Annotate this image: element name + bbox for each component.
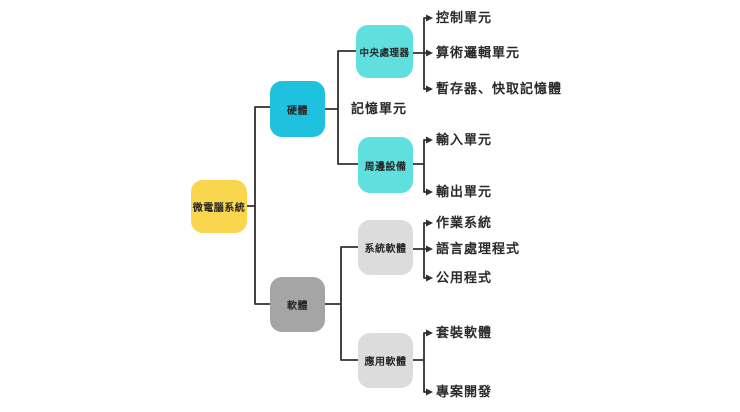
node-system-software[interactable]: 系統軟體 xyxy=(358,220,413,275)
node-label: 中央處理器 xyxy=(359,47,410,59)
node-application-software[interactable]: 應用軟體 xyxy=(358,333,413,388)
leaf-language-processor: 語言處理程式 xyxy=(436,241,521,256)
node-cpu[interactable]: 中央處理器 xyxy=(356,25,413,78)
node-microcomputer-system[interactable]: 微電腦系統 xyxy=(191,180,247,233)
node-software[interactable]: 軟體 xyxy=(270,277,325,332)
node-label: 應用軟體 xyxy=(364,357,407,368)
leaf-operating-system: 作業系統 xyxy=(436,215,493,230)
node-label: 軟體 xyxy=(287,301,308,312)
leaf-input-unit: 輸入單元 xyxy=(436,132,493,147)
leaf-control-unit: 控制單元 xyxy=(436,10,493,25)
node-label: 系統軟體 xyxy=(364,244,407,255)
arrowhead-icons xyxy=(426,14,433,396)
leaf-utility-program: 公用程式 xyxy=(436,270,493,285)
node-peripherals[interactable]: 周邊設備 xyxy=(358,137,413,193)
leaf-project-development: 專案開發 xyxy=(436,384,493,399)
node-label: 周邊設備 xyxy=(364,161,407,173)
leaf-output-unit: 輸出單元 xyxy=(436,184,493,199)
node-memory-unit: 記憶單元 xyxy=(351,101,408,116)
leaf-alu: 算術邏輯單元 xyxy=(436,45,521,60)
leaf-register-cache: 暫存器、快取記憶體 xyxy=(436,81,563,96)
leaf-packaged-software: 套裝軟體 xyxy=(436,325,493,340)
node-hardware[interactable]: 硬體 xyxy=(270,81,325,137)
tree-branch-lines xyxy=(246,17,427,393)
node-label: 微電腦系統 xyxy=(192,203,246,214)
node-label: 硬體 xyxy=(287,105,308,117)
